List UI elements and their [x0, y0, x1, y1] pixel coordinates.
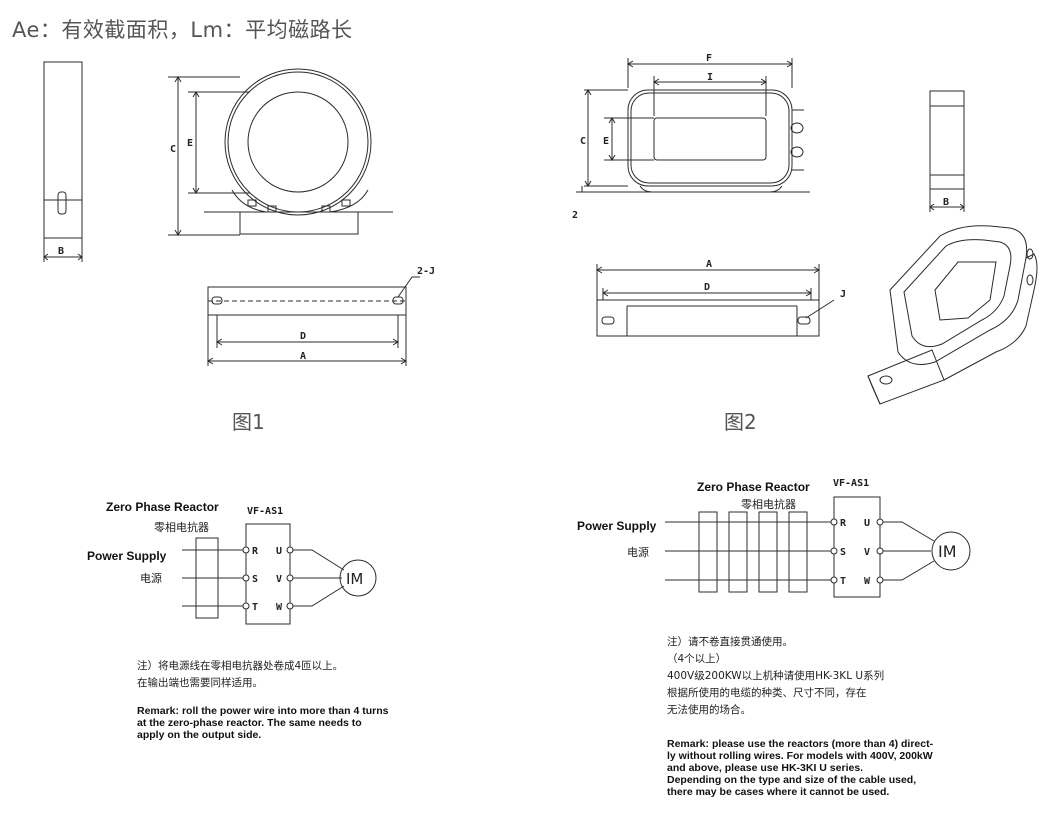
- fig1-dim-b: B: [58, 246, 64, 257]
- wiring2-reactor-en: Zero Phase Reactor: [697, 480, 810, 494]
- wiring1-remark-en: Remark: roll the power wire into more th…: [137, 705, 388, 741]
- wiring2-supply-en: Power Supply: [577, 519, 657, 533]
- wiring2-terminal-v: V: [864, 547, 870, 558]
- fig1-dim-d: D: [300, 331, 306, 342]
- fig1-dim-c: C: [170, 144, 176, 155]
- fig2-dim-e: E: [603, 136, 609, 147]
- note-line: 注）请不卷直接贯通使用。: [667, 636, 793, 648]
- figure2-caption: 图2: [724, 410, 757, 434]
- wiring1-motor-label: IM: [346, 570, 363, 588]
- wiring1-terminal-t: T: [252, 602, 258, 613]
- wiring1-reactor-en: Zero Phase Reactor: [106, 500, 219, 514]
- remark-line: Depending on the type and size of the ca…: [667, 774, 917, 786]
- wiring2-diagram: [665, 496, 971, 598]
- fig2-dim-f: F: [706, 53, 712, 64]
- fig1-front-view: [168, 68, 393, 236]
- note-line: 无法使用的场合。: [667, 704, 751, 716]
- fig1-side-view: [43, 61, 83, 262]
- wiring1-inverter-model: VF-AS1: [247, 506, 284, 517]
- fig1-dim-e: E: [187, 138, 193, 149]
- fig2-top-view: [596, 264, 835, 337]
- fig2-dim-i: I: [707, 72, 713, 83]
- fig2-dim-b: B: [943, 197, 949, 208]
- wiring1-supply-cn: 电源: [140, 572, 162, 585]
- wiring1-terminal-u: U: [276, 546, 282, 557]
- wiring1-reactor-cn: 零相电抗器: [154, 521, 209, 534]
- note-line: 注）将电源线在零相电抗器处卷成4匝以上。: [137, 660, 344, 672]
- wiring1-terminal-s: S: [252, 574, 258, 585]
- figure1-caption: 图1: [232, 410, 265, 434]
- wiring1-note-cn: 注）将电源线在零相电抗器处卷成4匝以上。 在输出端也需要同样适用。: [137, 658, 343, 692]
- wiring1-supply-en: Power Supply: [87, 549, 167, 563]
- note-line: 根据所使用的电缆的种类、尺寸不同，存在: [667, 687, 867, 699]
- formula-header: Ae：有效截面积，Lm：平均磁路长: [12, 18, 353, 42]
- fig2-isometric-view: [867, 225, 1038, 405]
- fig1-top-view: [207, 276, 420, 366]
- wiring2-terminal-u: U: [864, 518, 870, 529]
- remark-line: there may be cases where it cannot be us…: [667, 786, 890, 798]
- fig2-dim-d: D: [704, 282, 710, 293]
- remark-line: at the zero-phase reactor. The same need…: [137, 717, 362, 729]
- wiring2-terminal-r: R: [840, 518, 847, 529]
- wiring2-terminal-w: W: [864, 576, 871, 587]
- remark-line: Remark: roll the power wire into more th…: [137, 705, 389, 717]
- wiring1-terminal-v: V: [276, 574, 282, 585]
- wiring1-diagram: [182, 523, 377, 625]
- wiring2-reactor-cn: 零相电抗器: [741, 498, 796, 511]
- wiring2-terminal-s: S: [840, 547, 846, 558]
- wiring2-supply-cn: 电源: [627, 546, 649, 559]
- fig2-side-view: [929, 90, 965, 212]
- wiring2-terminal-t: T: [840, 576, 846, 587]
- wiring2-inverter-model: VF-AS1: [833, 478, 870, 489]
- wiring2-motor-label: IM: [938, 542, 957, 561]
- wiring1-terminal-w: W: [276, 602, 283, 613]
- fig2-dim-a: A: [706, 259, 712, 270]
- remark-line: apply on the output side.: [137, 729, 262, 741]
- remark-line: Remark: please use the reactors (more th…: [667, 738, 934, 750]
- note-line: （4个以上）: [667, 653, 727, 665]
- note-line: 在输出端也需要同样适用。: [137, 677, 263, 689]
- remark-line: and above, please use HK-3KI U series.: [667, 762, 864, 774]
- fig1-dim-hole: 2-J: [417, 266, 435, 277]
- note-line: 400V级200KW以上机种请使用HK-3KL U系列: [667, 670, 885, 682]
- remark-line: ly without rolling wires. For models wit…: [667, 750, 933, 762]
- fig2-front-view: [576, 58, 810, 193]
- fig2-dim-z: 2: [572, 210, 578, 221]
- fig2-dim-j: J: [840, 289, 846, 300]
- fig1-dim-a: A: [300, 351, 306, 362]
- wiring2-note-cn: 注）请不卷直接贯通使用。 （4个以上） 400V级200KW以上机种请使用HK-…: [667, 634, 884, 719]
- wiring1-terminal-r: R: [252, 546, 259, 557]
- wiring2-remark-en: Remark: please use the reactors (more th…: [667, 738, 933, 798]
- fig2-dim-c: C: [580, 136, 586, 147]
